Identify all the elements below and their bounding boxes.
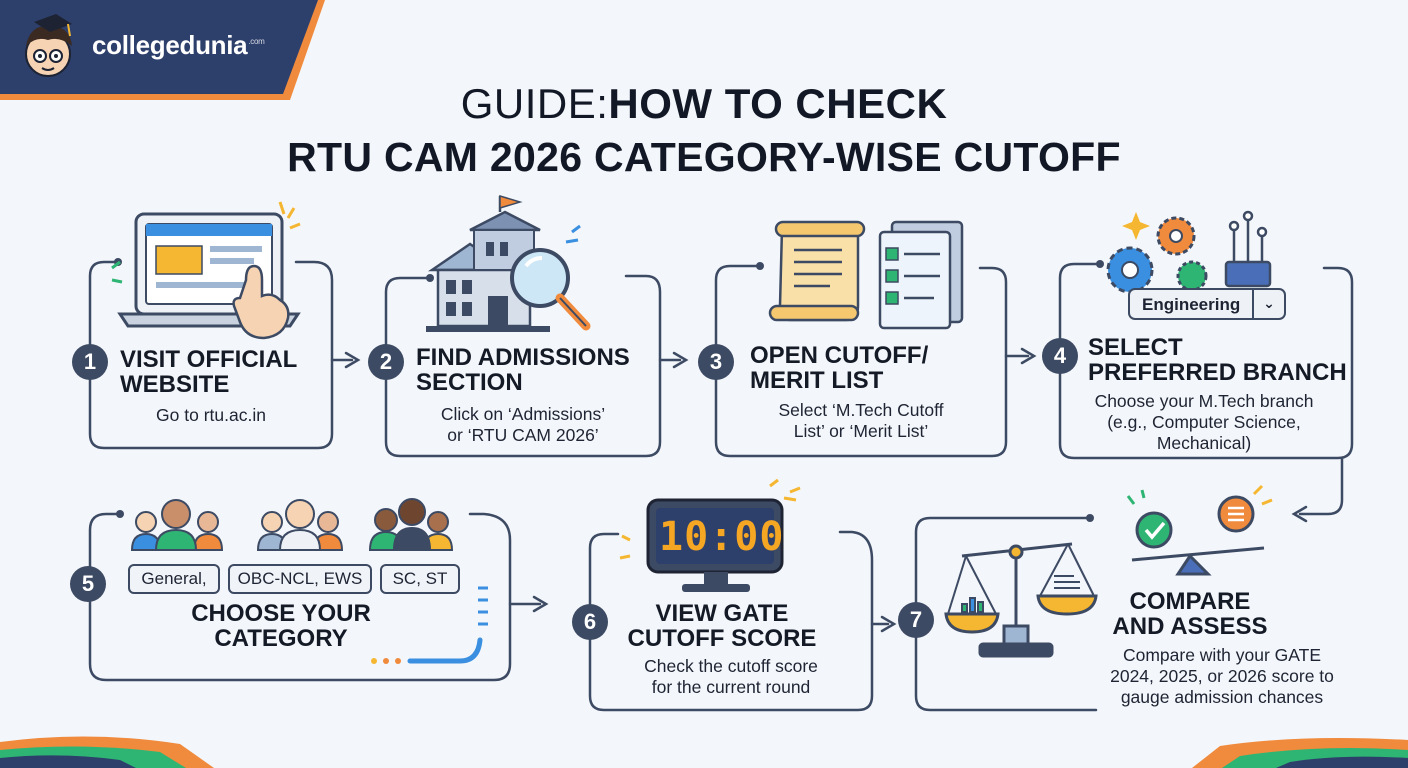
category-tag-sc-st[interactable]: SC, ST (380, 564, 460, 594)
step-7-title: COMPARE AND ASSESS (1090, 589, 1290, 639)
step-1-desc: Go to rtu.ac.in (156, 405, 266, 425)
category-tag-obc-ews[interactable]: OBC-NCL, EWS (228, 564, 372, 594)
step-2-desc-line-1: Click on ‘Admissions’ (440, 404, 606, 424)
step-6-number: 6 (572, 604, 608, 640)
page-title-line-1: GUIDE:HOW TO CHECK (0, 80, 1408, 128)
step-5-title: CHOOSE YOUR CATEGORY (150, 601, 412, 651)
step-3-number: 3 (698, 344, 734, 380)
step-5-title-line-2: CATEGORY (214, 625, 348, 652)
step-7-desc-line-1: Compare with your GATE (1122, 645, 1322, 665)
step-5-number: 5 (70, 566, 106, 602)
step-3-desc-line-1: Select ‘M.Tech Cutoff (778, 400, 944, 420)
step-4-desc-line-1: Choose your M.Tech branch (1094, 391, 1314, 411)
seesaw-check-icon (1126, 484, 1273, 576)
step-7-number: 7 (898, 602, 934, 638)
step-1-title: VISIT OFFICIAL WEBSITE (120, 347, 297, 397)
step-3-title-line-2: MERIT LIST (750, 367, 884, 394)
step-3-desc: Select ‘M.Tech Cutoff List’ or ‘Merit Li… (730, 400, 992, 442)
step-6-title-line-2: CUTOFF SCORE (627, 625, 817, 652)
university-search-icon (426, 194, 591, 332)
step-7-desc: Compare with your GATE 2024, 2025, or 20… (1084, 645, 1360, 708)
brand-name: collegedunia.com (92, 30, 265, 60)
brand-tld: .com (248, 37, 265, 47)
step-4-title-line-2: PREFERRED BRANCH (1088, 359, 1347, 386)
step-1-title-line-1: VISIT OFFICIAL (120, 346, 298, 373)
step-7-desc-line-3: gauge admission chances (1120, 687, 1324, 707)
step-4-desc-line-2: (e.g., Computer Science, (1107, 412, 1301, 432)
step-6-title: VIEW GATE CUTOFF SCORE (612, 601, 832, 651)
page-title-line-2: RTU CAM 2026 CATEGORY-WISE CUTOFF (287, 134, 1121, 180)
step-6-desc-line-1: Check the cutoff score (644, 656, 818, 676)
step-2-desc-line-2: or ‘RTU CAM 2026’ (447, 425, 599, 445)
step-3-title: OPEN CUTOFF/ MERIT LIST (750, 343, 928, 393)
branch-dropdown-value: Engineering (1142, 295, 1241, 314)
clock-display: 10:00 (659, 514, 785, 560)
category-tag-general[interactable]: General, (128, 564, 220, 594)
step-3-title-line-1: OPEN CUTOFF/ (750, 342, 929, 369)
gears-icon (1106, 210, 1272, 294)
step-3-desc-line-2: List’ or ‘Merit List’ (793, 421, 929, 441)
step-2-number: 2 (368, 344, 404, 380)
chevron-down-icon: ⌄ (1252, 290, 1284, 318)
step-1-number: 1 (72, 344, 108, 380)
title-prefix: GUIDE: (460, 80, 609, 127)
step-6-desc-line-2: for the current round (651, 677, 811, 697)
step-6-desc: Check the cutoff score for the current r… (600, 656, 862, 698)
title-line-1: HOW TO CHECK (608, 80, 948, 127)
step-2-title-line-1: FIND ADMISSIONS (416, 344, 630, 371)
progress-dots (371, 586, 488, 664)
step-4-desc-line-3: Mechanical) (1156, 433, 1252, 453)
branch-dropdown[interactable]: Engineering ⌄ (1128, 288, 1286, 320)
digital-clock-icon (619, 478, 801, 592)
step-2-title: FIND ADMISSIONS SECTION (416, 345, 630, 395)
brand-band (0, 0, 318, 94)
step-4-title-line-1: SELECT (1088, 334, 1183, 361)
merit-list-icon (768, 220, 964, 330)
step-5-title-line-1: CHOOSE YOUR (191, 600, 371, 627)
step-4-desc: Choose your M.Tech branch (e.g., Compute… (1072, 391, 1336, 454)
step-7-title-line-1: COMPARE (1129, 588, 1251, 615)
step-2-title-line-2: SECTION (416, 369, 523, 396)
step-7-desc-line-2: 2024, 2025, or 2026 score to (1110, 666, 1334, 686)
step-4-title: SELECT PREFERRED BRANCH (1088, 335, 1347, 385)
step-7-title-line-2: AND ASSESS (1112, 613, 1268, 640)
mascot-logo (25, 14, 72, 77)
step-4-number: 4 (1042, 338, 1078, 374)
step-1-title-line-2: WEBSITE (120, 371, 230, 398)
laptop-icon (111, 201, 301, 340)
step-2-desc: Click on ‘Admissions’ or ‘RTU CAM 2026’ (400, 404, 646, 446)
step-6-title-line-1: VIEW GATE (655, 600, 789, 627)
balance-scale-icon (944, 542, 1098, 658)
people-groups-icon (130, 498, 454, 551)
